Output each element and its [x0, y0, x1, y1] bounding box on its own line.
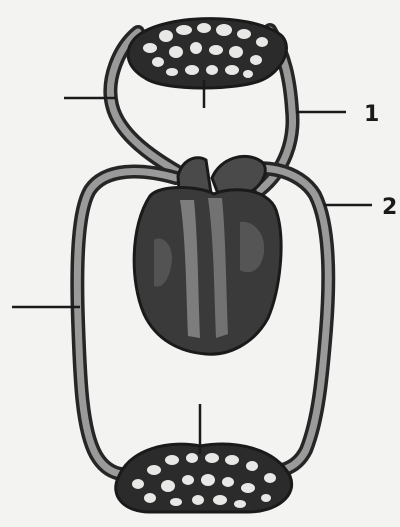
label-2: 2 — [382, 195, 397, 220]
label-1: 1 — [364, 102, 379, 127]
